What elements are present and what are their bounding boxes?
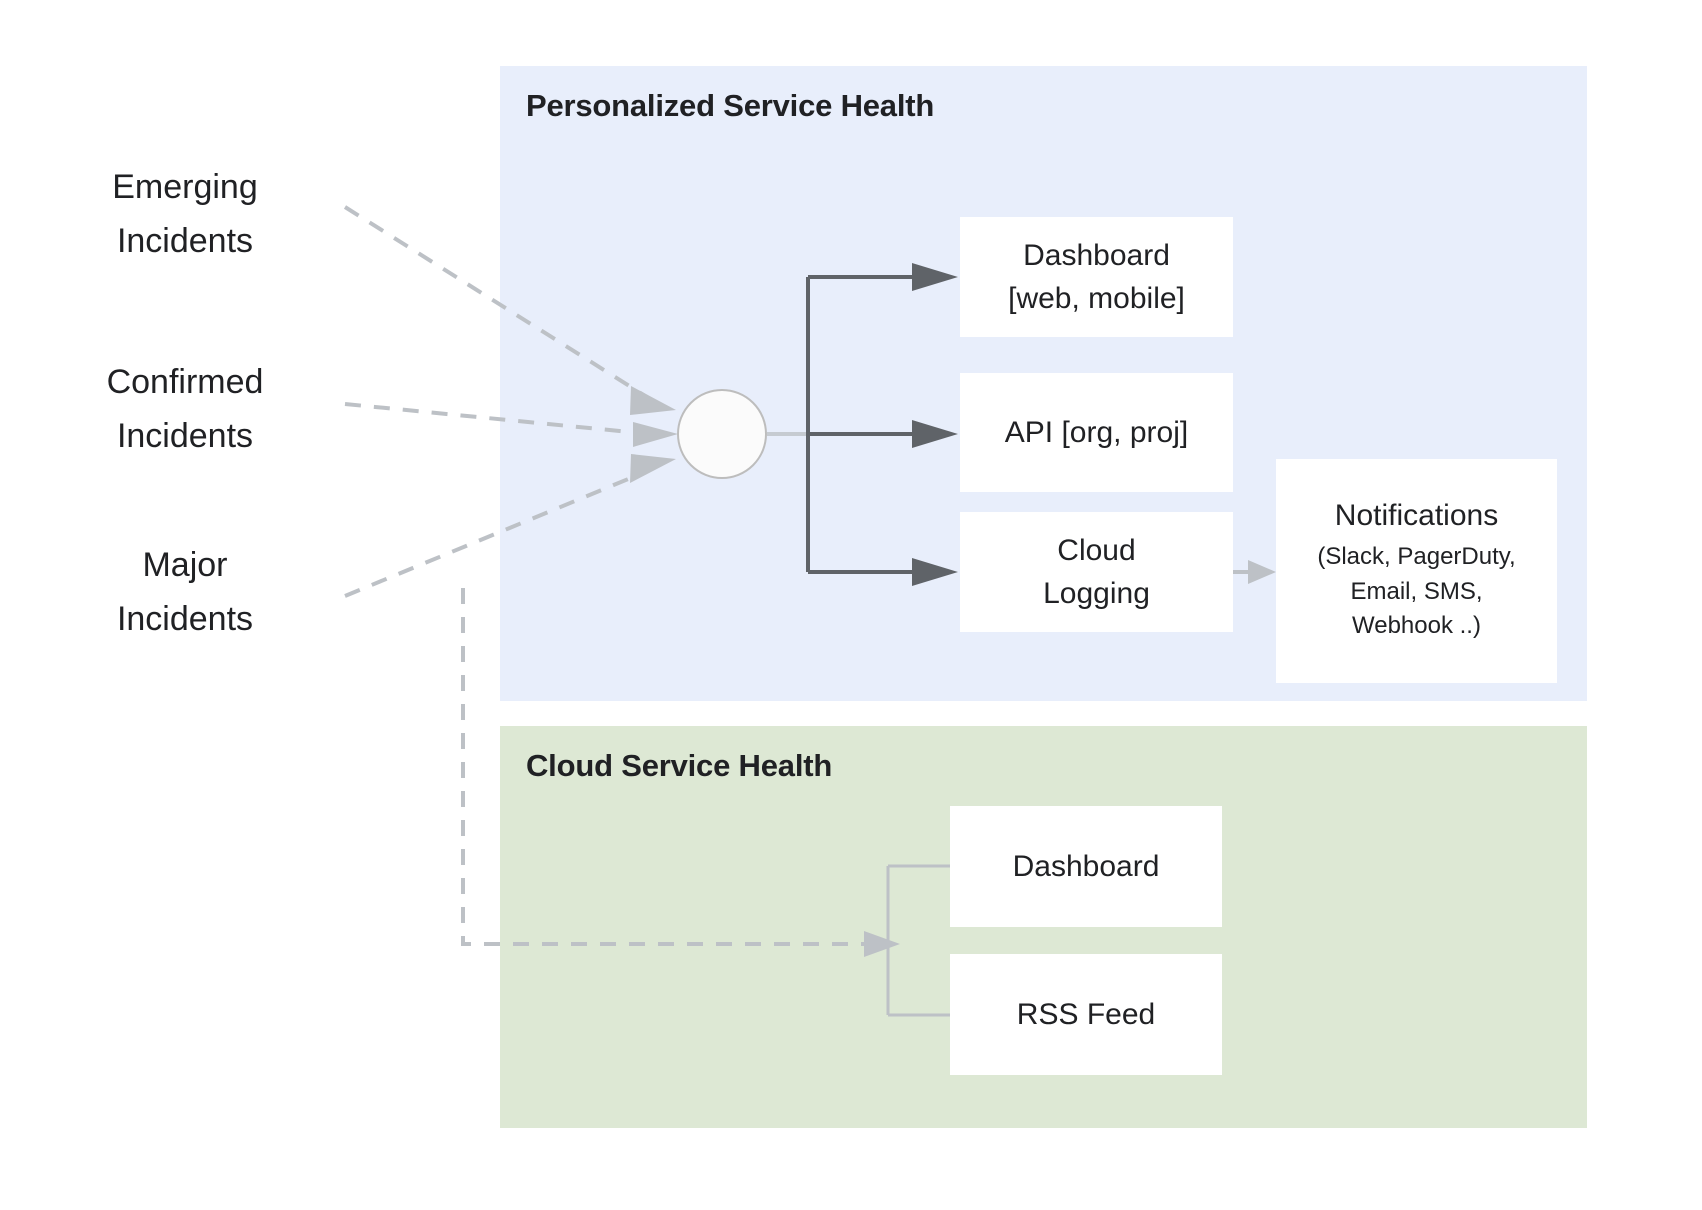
source-label-emerging-incidents: Emerging Incidents [35,160,335,269]
source-label-emerging-line2: Incidents [116,222,254,261]
aggregation-hub-node [677,389,767,479]
source-label-emerging-line1: Emerging [112,168,258,206]
source-label-major-line2: Incidents [116,600,254,639]
source-label-major-line1: Major [142,546,228,584]
source-label-confirmed-incidents: Confirmed Incidents [35,355,335,464]
panel-title-personalized-service-health: Personalized Service Health [526,88,935,123]
panel-title-cloud-service-health: Cloud Service Health [526,748,833,783]
node-notifications-title: Notifications [1334,498,1499,532]
node-dashboard-web-mobile-line2: [web, mobile] [1008,282,1185,315]
node-notifications-sub-line1: (Slack, PagerDuty, [1317,542,1516,570]
node-rss-feed-label: RSS Feed [1016,997,1156,1031]
node-api-org-proj[interactable]: API [org, proj] [960,373,1233,492]
node-cloud-logging-line2: Logging [1043,577,1150,610]
node-cloud-logging[interactable]: Cloud Logging [960,512,1233,632]
node-notifications-sub-line2: Email, SMS, [1350,577,1483,605]
node-dashboard-csh-label: Dashboard [1012,849,1160,883]
node-cloud-logging-line1: Cloud [1057,533,1136,567]
node-api-org-proj-label: API [org, proj] [1004,415,1189,449]
node-notifications[interactable]: Notifications (Slack, PagerDuty, Email, … [1276,459,1557,683]
source-label-major-incidents: Major Incidents [35,538,335,647]
node-dashboard-csh[interactable]: Dashboard [950,806,1222,927]
node-rss-feed[interactable]: RSS Feed [950,954,1222,1075]
node-dashboard-web-mobile-line1: Dashboard [1023,238,1170,272]
source-label-confirmed-line2: Incidents [116,417,254,456]
node-notifications-sub-line3: Webhook ..) [1352,612,1481,640]
node-dashboard-web-mobile[interactable]: Dashboard [web, mobile] [960,217,1233,337]
source-label-confirmed-line1: Confirmed [106,363,264,401]
